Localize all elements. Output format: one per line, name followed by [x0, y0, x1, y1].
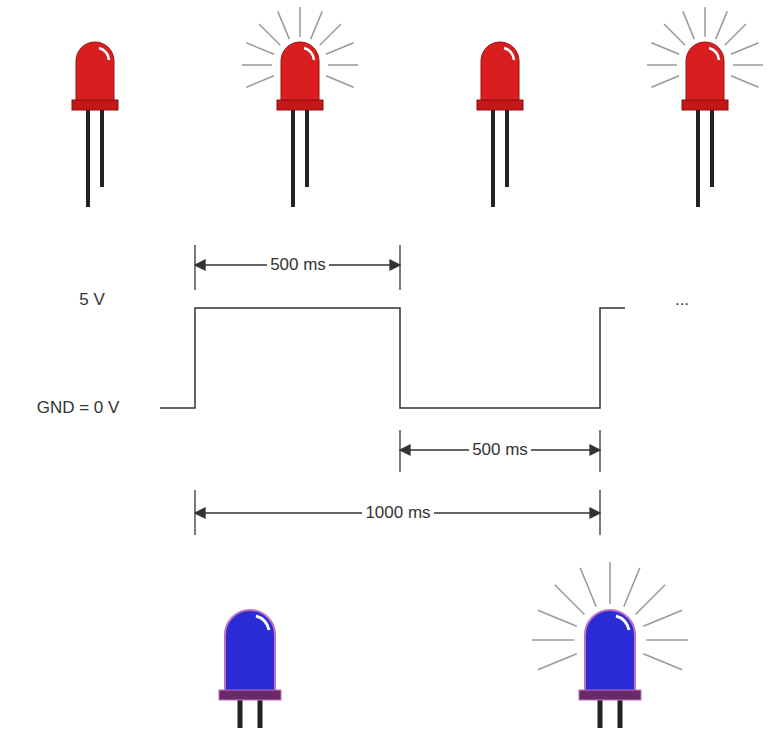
light-ray — [326, 76, 354, 88]
light-ray — [320, 24, 341, 45]
light-ray — [651, 76, 679, 88]
red-led-off — [477, 42, 523, 207]
light-ray — [259, 24, 280, 45]
dimension-label: 500 ms — [267, 255, 329, 275]
light-ray — [651, 43, 679, 55]
dimension-lines — [195, 245, 600, 535]
red-led-on — [277, 42, 323, 207]
light-ray — [580, 568, 596, 607]
light-ray — [532, 639, 574, 641]
light-ray — [311, 11, 323, 39]
light-ray — [328, 64, 358, 66]
light-ray — [733, 64, 763, 66]
light-ray — [609, 562, 611, 604]
light-ray — [538, 610, 577, 626]
light-ray — [624, 568, 640, 607]
light-ray — [326, 43, 354, 55]
voltage-label: GND = 0 V — [34, 398, 123, 418]
light-ray — [646, 639, 688, 641]
red-led-row — [72, 42, 728, 207]
red-led-on — [682, 42, 728, 207]
blue-led-on — [579, 610, 641, 728]
blue-led-off — [219, 610, 281, 728]
light-ray — [299, 7, 301, 37]
light-ray — [731, 43, 759, 55]
voltage-label: 5 V — [76, 290, 108, 310]
light-ray — [704, 7, 706, 37]
light-rays — [242, 7, 763, 670]
light-ray — [716, 11, 728, 39]
light-ray — [643, 654, 682, 670]
light-ray — [555, 585, 585, 615]
light-ray — [278, 11, 290, 39]
dimension-label: 1000 ms — [362, 503, 433, 523]
light-ray — [664, 24, 685, 45]
light-ray — [636, 585, 666, 615]
light-ray — [246, 76, 274, 88]
dimension-label: 500 ms — [469, 440, 531, 460]
light-ray — [242, 64, 272, 66]
light-ray — [647, 64, 677, 66]
light-ray — [246, 43, 274, 55]
square-wave — [160, 308, 625, 408]
light-ray — [538, 654, 577, 670]
light-ray — [731, 76, 759, 88]
red-led-off — [72, 42, 118, 207]
light-ray — [683, 11, 695, 39]
blue-led-row — [219, 610, 641, 728]
continuation-mark: ... — [672, 290, 692, 310]
light-ray — [643, 610, 682, 626]
light-ray — [725, 24, 746, 45]
